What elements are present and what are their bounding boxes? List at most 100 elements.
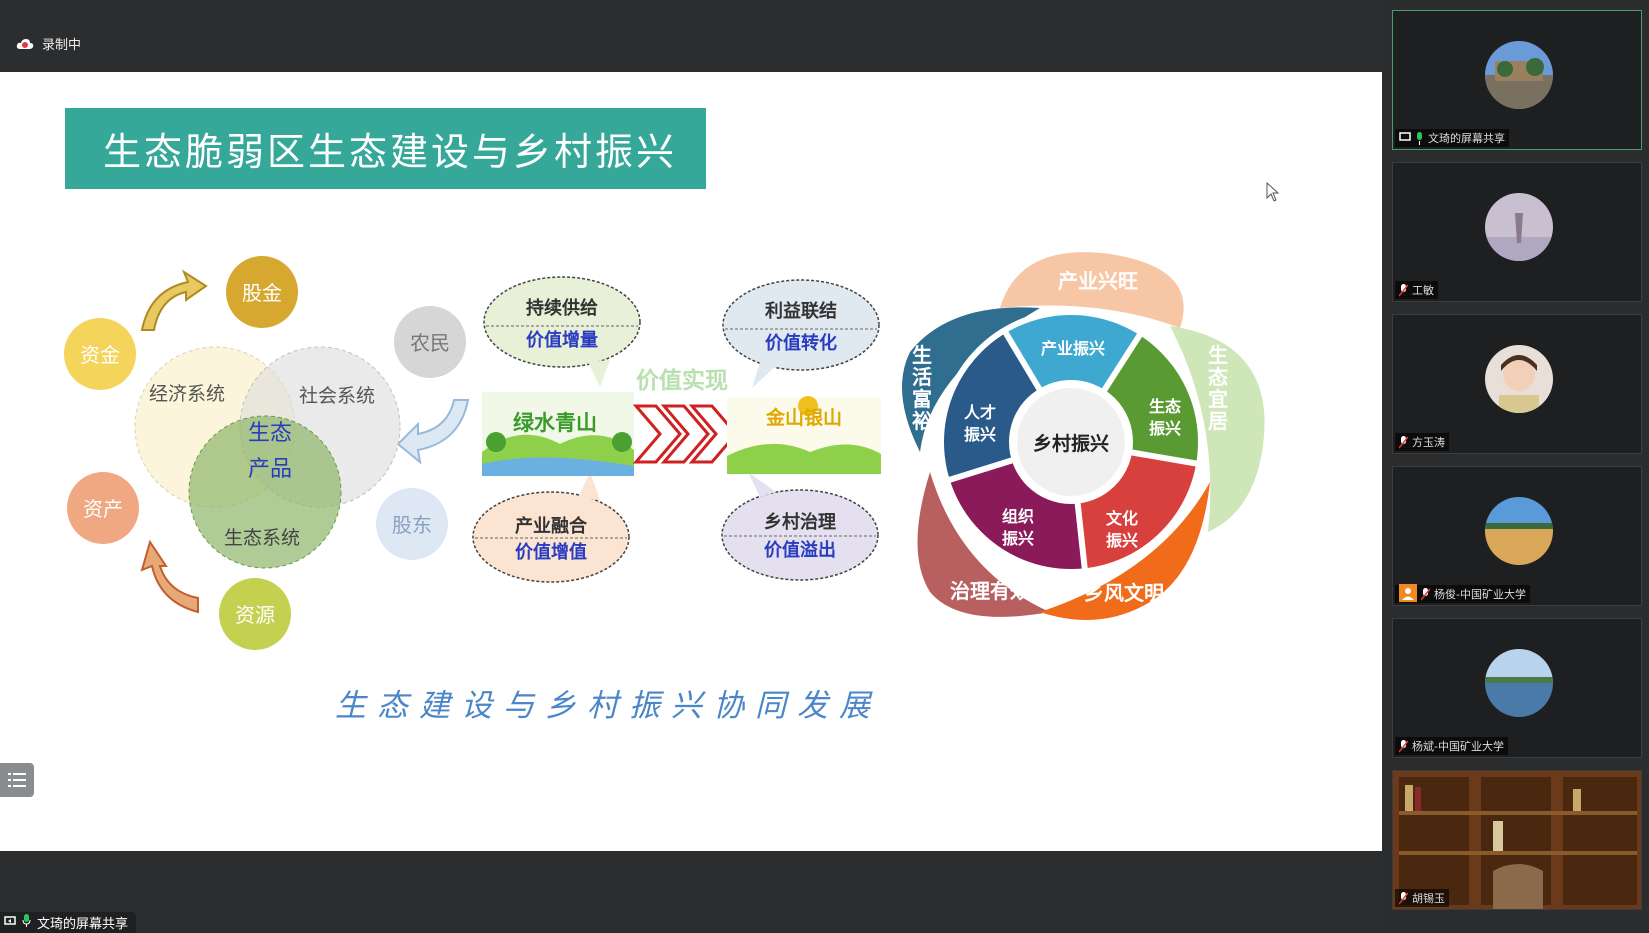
svg-text:利益联结: 利益联结 xyxy=(765,300,837,322)
avatar xyxy=(1485,345,1553,413)
mic-muted-icon xyxy=(1398,739,1409,753)
circle-shareholder: 股东 xyxy=(376,488,448,560)
svg-text:农民: 农民 xyxy=(410,331,450,355)
curved-arrow-top xyxy=(140,269,208,331)
svg-text:价值转化: 价值转化 xyxy=(765,332,837,354)
petal-governance: 治理有效 xyxy=(917,472,1050,617)
screen-share-text: 文琦的屏幕共享 xyxy=(37,917,129,932)
value-realization-label: 价值实现 xyxy=(636,367,728,394)
mic-muted-icon xyxy=(1420,587,1431,601)
circle-stock: 股金 xyxy=(226,256,298,328)
svg-text:绿水青山: 绿水青山 xyxy=(513,411,597,435)
participant-label: 杨斌-中国矿业大学 xyxy=(1395,737,1508,755)
petal-living-label: 生态宜居 xyxy=(1208,343,1228,433)
slide-diagram: 股金 资金 资产 资源 农民 股东 经济系统 社会系统 生态 xyxy=(64,252,1265,650)
participant-name: 杨斌-中国矿业大学 xyxy=(1412,740,1504,753)
bubble-sustained-supply: 持续供给 价值增量 xyxy=(483,276,641,387)
petal-life-label: 生活富裕 xyxy=(912,343,932,433)
svg-text:资产: 资产 xyxy=(83,497,123,521)
slide-list-button[interactable] xyxy=(0,763,34,797)
svg-text:产业兴旺: 产业兴旺 xyxy=(1058,269,1138,293)
bookshelf-video xyxy=(1393,771,1641,909)
mic-muted-icon xyxy=(1398,283,1409,297)
triple-chevron-arrow xyxy=(632,404,738,464)
participant-tile-3[interactable]: 方玉涛 xyxy=(1392,314,1642,454)
participant-label: 方玉涛 xyxy=(1395,433,1449,451)
svg-text:产业融合: 产业融合 xyxy=(515,515,588,537)
curved-arrow-right xyxy=(396,399,470,465)
circle-resource: 资源 xyxy=(219,578,291,650)
participant-name: 杨俊-中国矿业大学 xyxy=(1434,588,1526,601)
label-economic-system: 经济系统 xyxy=(149,383,225,405)
venn-systems: 经济系统 社会系统 生态系统 生态 产品 xyxy=(134,346,401,569)
label-eco-system: 生态系统 xyxy=(224,527,300,549)
recording-label: 录制中 xyxy=(42,38,82,53)
shared-screen-slide: 生态脆弱区生态建设与乡村振兴 股金 资金 资产 资源 xyxy=(0,72,1382,851)
segment-industry: 产业振兴 xyxy=(1041,339,1105,358)
segment-talent: 人才振兴 xyxy=(964,403,996,444)
svg-text:股东: 股东 xyxy=(392,513,432,537)
svg-text:价值增值: 价值增值 xyxy=(515,541,587,563)
participant-name: 胡锡玉 xyxy=(1412,892,1445,905)
mic-on-icon xyxy=(22,914,31,931)
slide-footer-caption: 生态建设与乡村振兴协同发展 xyxy=(335,688,881,724)
participant-tile-5[interactable]: 杨斌-中国矿业大学 xyxy=(1392,618,1642,758)
recording-cloud-icon xyxy=(16,38,34,50)
bubble-interest-link: 利益联结 价值转化 xyxy=(722,279,880,388)
host-icon xyxy=(1399,583,1417,605)
avatar xyxy=(1485,649,1553,717)
avatar xyxy=(1485,193,1553,261)
petal-civility: 乡风文明 xyxy=(1040,482,1210,620)
petal-life xyxy=(902,307,1040,452)
participant-tile-2[interactable]: 工敏 xyxy=(1392,162,1642,302)
screen-share-label: 文琦的屏幕共享 xyxy=(0,912,137,933)
participant-name: 工敏 xyxy=(1412,284,1434,297)
avatar xyxy=(1485,497,1553,565)
svg-text:资金: 资金 xyxy=(80,343,120,367)
circle-farmer: 农民 xyxy=(394,306,466,378)
svg-text:金山银山: 金山银山 xyxy=(765,406,842,429)
participant-tile-1[interactable]: 文琦的屏幕共享 xyxy=(1392,10,1642,150)
bubble-rural-governance: 乡村治理 价值溢出 xyxy=(721,472,879,581)
participant-label: 文琦的屏幕共享 xyxy=(1395,129,1509,147)
svg-text:持续供给: 持续供给 xyxy=(526,297,598,319)
top-bar: 录制中 xyxy=(0,0,1382,72)
list-icon xyxy=(8,773,26,787)
participant-tile-4[interactable]: 杨俊-中国矿业大学 xyxy=(1392,466,1642,606)
slide-title: 生态脆弱区生态建设与乡村振兴 xyxy=(65,108,706,189)
mic-on-icon xyxy=(1415,131,1424,145)
gold-mountain-image: 金山银山 xyxy=(727,396,881,474)
svg-text:乡风文明: 乡风文明 xyxy=(1084,581,1164,605)
mouse-cursor-icon xyxy=(1266,181,1280,206)
screen-share-icon xyxy=(1399,131,1411,146)
svg-text:股金: 股金 xyxy=(242,281,282,305)
segment-culture: 文化振兴 xyxy=(1106,509,1138,550)
segment-organization: 组织振兴 xyxy=(1002,507,1034,548)
svg-text:乡村治理: 乡村治理 xyxy=(764,511,836,533)
petal-industry: 产业兴旺 xyxy=(1000,252,1184,328)
participant-tile-6[interactable]: 胡锡玉 xyxy=(1392,770,1642,910)
participant-panel: 文琦的屏幕共享 工敏 方玉涛 杨俊-中国矿业大学 xyxy=(1382,0,1649,933)
participant-name: 方玉涛 xyxy=(1412,436,1445,449)
wheel-center-label: 乡村振兴 xyxy=(1033,432,1109,455)
participant-name: 文琦的屏幕共享 xyxy=(1428,132,1505,145)
participant-label: 工敏 xyxy=(1395,281,1438,299)
avatar xyxy=(1485,41,1553,109)
petal-living xyxy=(1170,326,1265,532)
participant-label: 杨俊-中国矿业大学 xyxy=(1395,583,1530,605)
recording-indicator[interactable]: 录制中 xyxy=(16,34,81,53)
screen-share-icon xyxy=(4,915,16,931)
mic-muted-icon xyxy=(1398,891,1409,905)
svg-text:价值增量: 价值增量 xyxy=(526,329,598,351)
label-social-system: 社会系统 xyxy=(299,385,375,407)
rural-revitalization-wheel: 乡村振兴 产业振兴 生态振兴 文化振兴 组织振兴 人才振兴 xyxy=(938,309,1204,575)
circle-asset: 资产 xyxy=(67,472,139,544)
svg-text:价值溢出: 价值溢出 xyxy=(764,539,836,561)
svg-text:资源: 资源 xyxy=(235,603,275,627)
label-eco-product-2: 产品 xyxy=(248,457,292,482)
participant-label: 胡锡玉 xyxy=(1395,889,1449,907)
segment-ecology: 生态振兴 xyxy=(1149,397,1181,438)
mic-muted-icon xyxy=(1398,435,1409,449)
curved-arrow-bottom xyxy=(140,539,199,614)
bottom-bar xyxy=(0,851,1382,933)
